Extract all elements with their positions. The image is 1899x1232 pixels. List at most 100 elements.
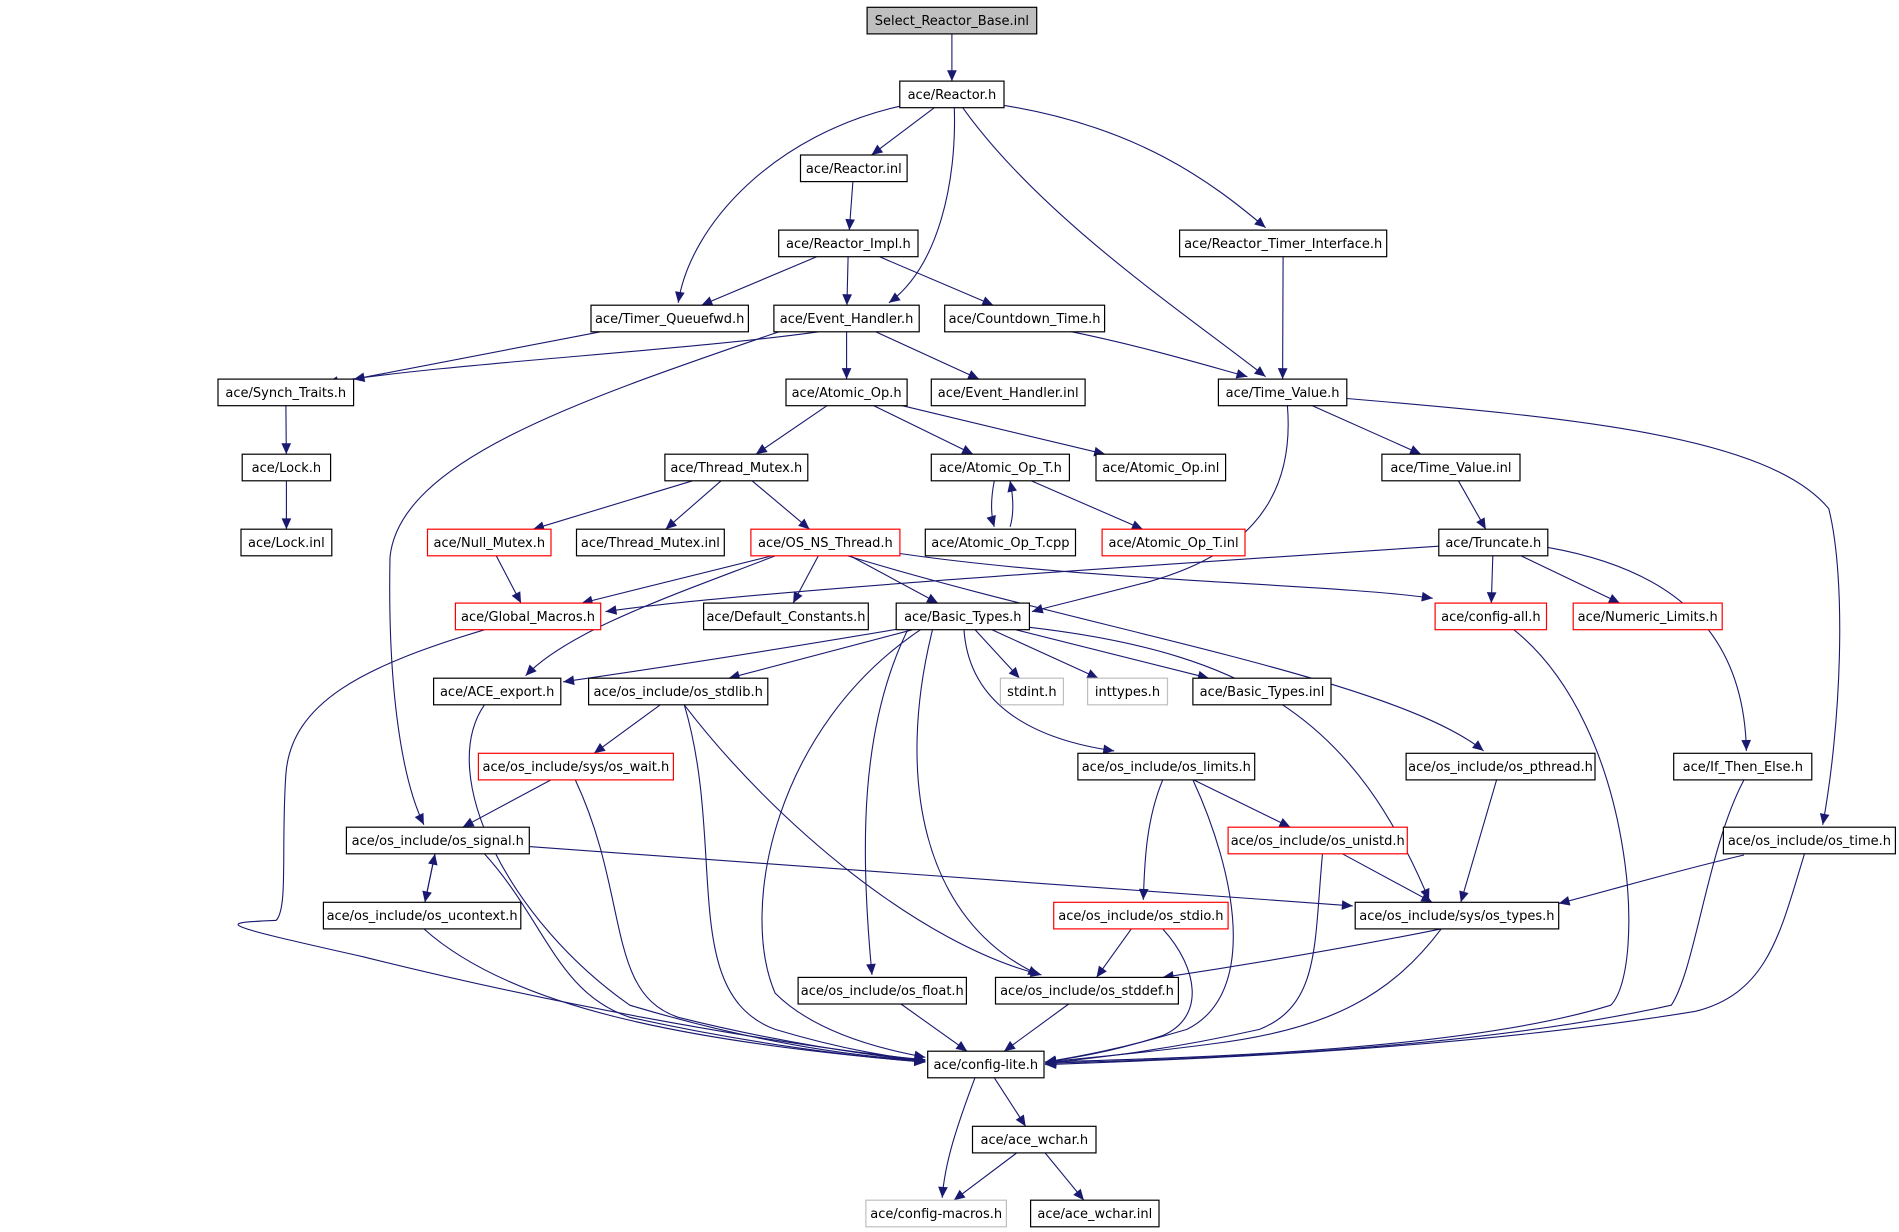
node-ace-synch-traits-h[interactable]: ace/Synch_Traits.h — [217, 378, 355, 407]
node-ace-event-handler-inl[interactable]: ace/Event_Handler.inl — [930, 378, 1086, 407]
edge-line — [1193, 779, 1291, 828]
node-ace-numeric-limits-h[interactable]: ace/Numeric_Limits.h — [1572, 602, 1723, 631]
node-inttypes-h[interactable]: inttypes.h — [1086, 677, 1169, 706]
edge-n39-to-n43 — [1342, 853, 1433, 903]
edge-n20-to-n27 — [899, 552, 1433, 602]
node-ace-null-mutex-h[interactable]: ace/Null_Mutex.h — [426, 528, 552, 557]
node-ace-os-include-os-stdio-h[interactable]: ace/os_include/os_stdio.h — [1053, 901, 1229, 930]
node-ace-atomic-op-inl[interactable]: ace/Atomic_Op.inl — [1095, 453, 1227, 482]
node-ace-thread-mutex-inl[interactable]: ace/Thread_Mutex.inl — [575, 528, 725, 557]
node-ace-ace-export-h[interactable]: ace/ACE_export.h — [433, 677, 562, 706]
node-label: ace/os_include/sys/os_wait.h — [483, 760, 670, 775]
node-ace-basic-types-h[interactable]: ace/Basic_Types.h — [895, 602, 1031, 631]
edge-n41-to-n38 — [424, 853, 438, 903]
node-ace-os-include-os-stddef-h[interactable]: ace/os_include/os_stddef.h — [994, 976, 1179, 1005]
node-ace-reactor-timer-interface-h[interactable]: ace/Reactor_Timer_Interface.h — [1178, 229, 1388, 258]
edge-line — [462, 779, 552, 828]
node-select-reactor-base-inl[interactable]: Select_Reactor_Base.inl — [866, 6, 1038, 35]
node-label: Select_Reactor_Base.inl — [875, 14, 1029, 29]
node-ace-if-then-else-h[interactable]: ace/If_Then_Else.h — [1673, 752, 1813, 781]
edge-line — [1003, 104, 1266, 229]
edge-n34-to-n46 — [574, 779, 926, 1065]
node-box — [999, 677, 1065, 706]
node-ace-os-include-os-limits-h[interactable]: ace/os_include/os_limits.h — [1077, 752, 1256, 781]
edge-n18-to-n24 — [495, 555, 522, 604]
node-box — [773, 304, 920, 333]
node-label: ace/Reactor.h — [908, 88, 997, 103]
node-label: ace/ace_wchar.h — [980, 1133, 1088, 1148]
node-ace-event-handler-h[interactable]: ace/Event_Handler.h — [773, 304, 920, 333]
edge-n11-to-n16 — [1312, 405, 1422, 455]
edge-arrowhead — [914, 1056, 926, 1067]
node-ace-basic-types-inl[interactable]: ace/Basic_Types.inl — [1192, 677, 1332, 706]
edge-line — [1030, 480, 1144, 530]
node-ace-ace-wchar-inl[interactable]: ace/ace_wchar.inl — [1029, 1199, 1160, 1228]
edge-n3-to-n6 — [842, 256, 852, 306]
edge-arrowhead — [926, 593, 939, 604]
edge-line — [879, 256, 994, 306]
edge-n45-to-n46 — [1003, 1003, 1070, 1052]
node-ace-thread-mutex-h[interactable]: ace/Thread_Mutex.h — [664, 453, 809, 482]
node-ace-config-lite-h[interactable]: ace/config-lite.h — [927, 1050, 1045, 1079]
edge-arrowhead — [1073, 1188, 1084, 1201]
node-ace-reactor-h[interactable]: ace/Reactor.h — [899, 80, 1005, 109]
node-box — [454, 602, 602, 631]
node-ace-os-include-os-unistd-h[interactable]: ace/os_include/os_unistd.h — [1227, 826, 1408, 855]
node-box — [944, 304, 1106, 333]
node-ace-config-macros-h[interactable]: ace/config-macros.h — [865, 1199, 1008, 1228]
node-ace-timer-queuefwd-h[interactable]: ace/Timer_Queuefwd.h — [590, 304, 749, 333]
node-ace-os-include-sys-os-wait-h[interactable]: ace/os_include/sys/os_wait.h — [477, 752, 674, 781]
edge-arrowhead — [701, 296, 714, 306]
node-box — [1029, 1199, 1160, 1228]
edge-n21-to-n14 — [1007, 480, 1017, 527]
node-ace-atomic-op-t-inl[interactable]: ace/Atomic_Op_T.inl — [1101, 528, 1246, 557]
node-label: ace/Thread_Mutex.inl — [581, 536, 720, 551]
node-ace-ace-wchar-h[interactable]: ace/ace_wchar.h — [971, 1125, 1097, 1154]
node-stdint-h[interactable]: stdint.h — [999, 677, 1065, 706]
node-ace-lock-inl[interactable]: ace/Lock.inl — [240, 528, 333, 557]
node-label: ace/Basic_Types.inl — [1200, 685, 1325, 700]
node-ace-countdown-time-h[interactable]: ace/Countdown_Time.h — [944, 304, 1106, 333]
node-ace-config-all-h[interactable]: ace/config-all.h — [1434, 602, 1548, 631]
edge-n6-to-n9 — [841, 331, 852, 380]
node-ace-atomic-op-t-h[interactable]: ace/Atomic_Op_T.h — [930, 453, 1070, 482]
node-ace-default-constants-h[interactable]: ace/Default_Constants.h — [702, 602, 869, 631]
node-ace-reactor-inl[interactable]: ace/Reactor.inl — [799, 154, 908, 183]
node-ace-os-include-sys-os-types-h[interactable]: ace/os_include/sys/os_types.h — [1354, 901, 1560, 930]
node-label: ace/Atomic_Op.inl — [1102, 461, 1219, 476]
edge-line — [849, 555, 939, 604]
edge-n30-to-n34 — [593, 704, 661, 754]
node-ace-os-include-os-pthread-h[interactable]: ace/os_include/os_pthread.h — [1405, 752, 1596, 781]
node-ace-os-include-os-time-h[interactable]: ace/os_include/os_time.h — [1722, 826, 1897, 855]
node-label: ace/Event_Handler.h — [780, 312, 914, 327]
node-label: ace/Event_Handler.inl — [938, 386, 1079, 401]
edge-n26-to-n31 — [974, 629, 1021, 679]
node-label: ace/config-all.h — [1441, 610, 1541, 625]
node-ace-lock-h[interactable]: ace/Lock.h — [241, 453, 332, 482]
node-ace-os-include-os-stdlib-h[interactable]: ace/os_include/os_stdlib.h — [587, 677, 769, 706]
edge-n46-to-n48 — [938, 1077, 976, 1198]
node-ace-reactor-impl-h[interactable]: ace/Reactor_Impl.h — [778, 229, 919, 258]
node-ace-os-include-os-signal-h[interactable]: ace/os_include/os_signal.h — [345, 826, 530, 855]
node-ace-atomic-op-t-cpp[interactable]: ace/Atomic_Op_T.cpp — [924, 528, 1077, 557]
node-ace-time-value-h[interactable]: ace/Time_Value.h — [1217, 378, 1348, 407]
node-label: ace/Thread_Mutex.h — [670, 461, 802, 476]
node-ace-time-value-inl[interactable]: ace/Time_Value.inl — [1381, 453, 1521, 482]
edge-n3-to-n5 — [701, 256, 817, 306]
edge-line — [1045, 853, 1324, 1064]
edge-line — [563, 626, 909, 683]
node-ace-global-macros-h[interactable]: ace/Global_Macros.h — [454, 602, 602, 631]
edge-line — [483, 853, 926, 1063]
node-ace-atomic-op-h[interactable]: ace/Atomic_Op.h — [785, 378, 908, 407]
edge-n4-to-n11 — [1277, 256, 1288, 380]
node-ace-os-include-os-float-h[interactable]: ace/os_include/os_float.h — [797, 976, 967, 1005]
node-ace-truncate-h[interactable]: ace/Truncate.h — [1438, 528, 1549, 557]
edge-n26-to-n33 — [1015, 629, 1210, 681]
edge-n44-to-n46 — [900, 1003, 968, 1052]
node-box — [1405, 752, 1596, 781]
edge-arrowhead — [1277, 368, 1288, 380]
node-ace-os-ns-thread-h[interactable]: ace/OS_NS_Thread.h — [750, 528, 901, 557]
edge-line — [683, 704, 926, 1062]
node-ace-os-include-os-ucontext-h[interactable]: ace/os_include/os_ucontext.h — [322, 901, 522, 930]
